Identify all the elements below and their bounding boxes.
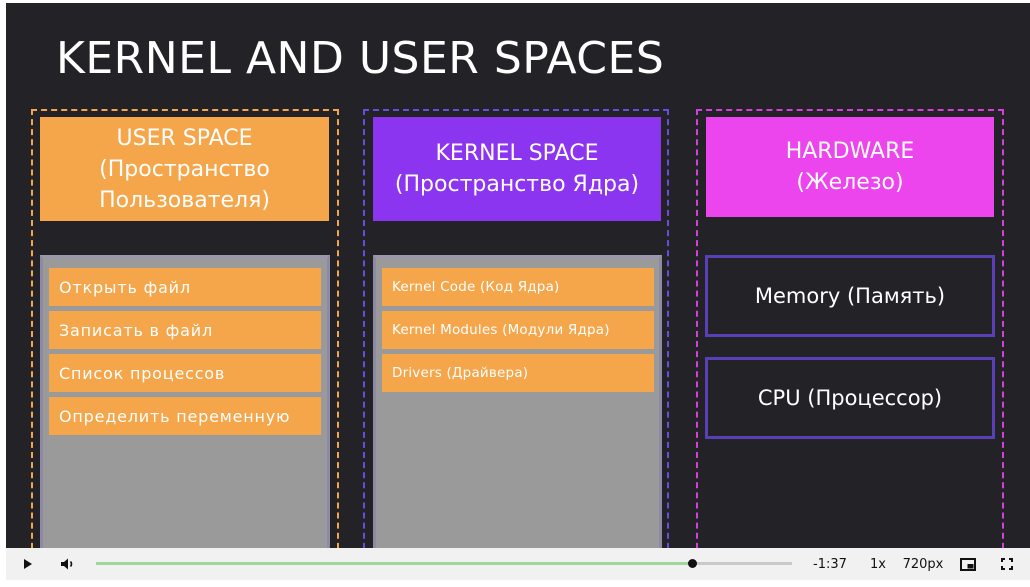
quality-button[interactable]: 720px [902, 556, 944, 572]
volume-icon [61, 558, 73, 570]
hardware-outline [696, 109, 1004, 548]
user-item-write-file: Записать в файл [49, 311, 321, 349]
kernel-space-panel: Kernel Code (Код Ядра) Kernel Modules (М… [373, 255, 662, 548]
hardware-cpu-box: CPU (Процессор) [705, 357, 995, 439]
kernel-space-header-line2: (Пространство Ядра) [394, 172, 640, 197]
picture-in-picture-icon [960, 557, 976, 571]
player-controls: -1:37 1x 720px [6, 548, 1030, 580]
hardware-header-line1: HARDWARE [785, 139, 915, 164]
progress-thumb[interactable] [688, 559, 698, 568]
fullscreen-button[interactable] [996, 548, 1018, 580]
progress-fill [96, 562, 693, 565]
picture-in-picture-button[interactable] [957, 548, 979, 580]
hardware-memory-box: Memory (Память) [705, 255, 995, 337]
time-remaining: -1:37 [813, 556, 847, 572]
kernel-item-drivers: Drivers (Драйвера) [382, 354, 654, 392]
user-space-header-line2: (Пространство [99, 156, 270, 182]
video-frame[interactable]: KERNEL AND USER SPACES USER SPACE (Прост… [6, 3, 1030, 548]
play-button[interactable] [18, 548, 38, 580]
user-space-panel: Открыть файл Записать в файл Список проц… [40, 255, 330, 548]
hardware-header: HARDWARE (Железо) [706, 117, 994, 217]
volume-button[interactable] [58, 548, 78, 580]
kernel-item-modules: Kernel Modules (Модули Ядра) [382, 311, 654, 349]
play-icon [24, 559, 32, 569]
kernel-space-header-line1: KERNEL SPACE [435, 141, 599, 166]
kernel-space-outline [363, 109, 669, 548]
kernel-item-code: Kernel Code (Код Ядра) [382, 268, 654, 306]
fullscreen-icon [1001, 558, 1013, 570]
hardware-header-line2: (Железо) [796, 170, 904, 195]
user-space-header-line3: Пользователя) [99, 187, 270, 213]
progress-bar[interactable] [96, 559, 792, 568]
slide-title: KERNEL AND USER SPACES [56, 33, 665, 84]
user-space-header: USER SPACE (Пространство Пользователя) [40, 117, 329, 221]
user-item-open-file: Открыть файл [49, 268, 321, 306]
playback-speed-button[interactable]: 1x [870, 556, 886, 572]
kernel-space-header: KERNEL SPACE (Пространство Ядра) [373, 117, 661, 221]
user-space-header-line1: USER SPACE [116, 125, 253, 151]
user-item-process-list: Список процессов [49, 354, 321, 392]
user-item-define-variable: Определить переменную [49, 397, 321, 435]
user-space-outline [31, 109, 339, 548]
